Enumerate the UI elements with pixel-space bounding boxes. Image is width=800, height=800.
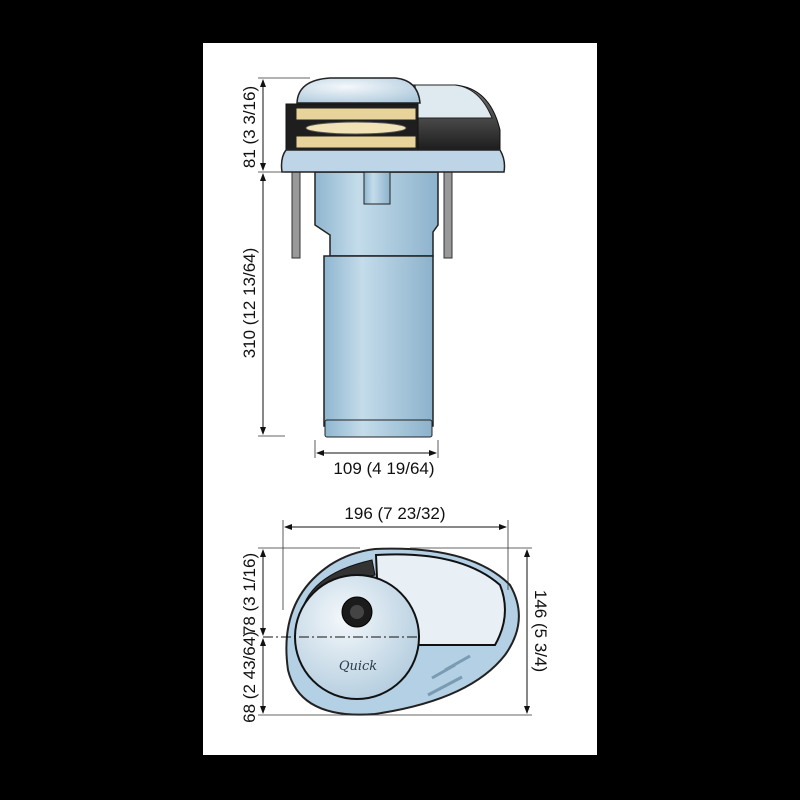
top-dimensions: 196 (7 23/32) 78 (3 1/16) 68 (2 43/64) 1… xyxy=(240,504,550,723)
dim-label-81: 81 (3 3/16) xyxy=(240,86,259,168)
motor xyxy=(323,255,434,427)
top-view: Quick xyxy=(263,547,520,716)
cap-dome xyxy=(296,77,421,104)
dim-label-146: 146 (5 3/4) xyxy=(531,590,550,672)
gypsy-lower xyxy=(295,135,417,149)
dim-label-196: 196 (7 23/32) xyxy=(344,504,445,523)
side-dimensions: 81 (3 3/16) 310 (12 13/64) 109 (4 19/64) xyxy=(240,77,439,478)
gypsy-teeth xyxy=(305,121,407,135)
base-plate xyxy=(280,149,506,173)
motor-end xyxy=(324,419,433,438)
left-stud xyxy=(291,169,301,259)
side-view xyxy=(280,77,506,438)
dim-label-78: 78 (3 1/16) xyxy=(240,553,259,635)
dim-label-68: 68 (2 43/64) xyxy=(240,631,259,723)
gypsy-upper xyxy=(295,107,417,121)
quick-logo: Quick xyxy=(339,659,377,674)
gearbox-boss xyxy=(363,171,391,205)
right-stud xyxy=(443,169,453,259)
vent-slots xyxy=(427,654,471,697)
dim-label-310: 310 (12 13/64) xyxy=(240,248,259,359)
dim-label-109: 109 (4 19/64) xyxy=(333,459,434,478)
housing-cover xyxy=(414,84,493,119)
